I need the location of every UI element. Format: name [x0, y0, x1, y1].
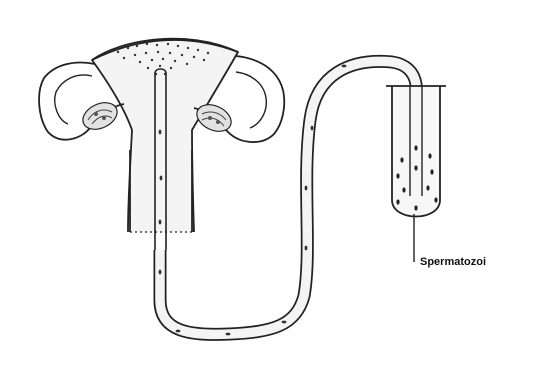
test-tube-outline [392, 86, 440, 217]
left-ovary [79, 98, 122, 135]
test-tube [386, 86, 446, 217]
spermatozoi-callout: Spermatozoi [414, 214, 486, 268]
uterus-illustration [39, 39, 284, 232]
uterus-body [92, 39, 238, 232]
spermatozoi-label: Spermatozoi [420, 256, 486, 268]
